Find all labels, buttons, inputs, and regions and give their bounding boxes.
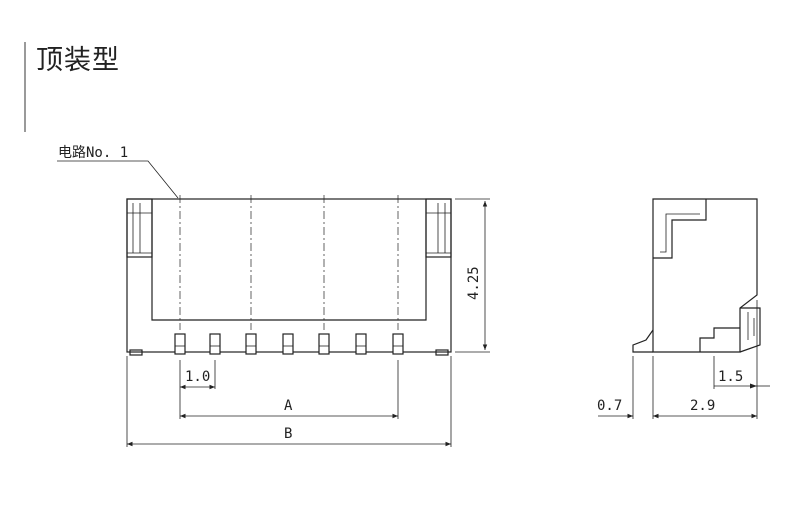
connector-cavity bbox=[151, 199, 427, 321]
page-title: 顶装型 bbox=[36, 45, 120, 76]
b-dim-label: B bbox=[284, 426, 292, 442]
pin-7 bbox=[392, 333, 404, 355]
pitch-dim-label: 1.0 bbox=[185, 369, 210, 385]
front-view bbox=[126, 195, 452, 356]
left-latch bbox=[126, 198, 153, 258]
right-foot bbox=[435, 349, 449, 356]
pin-2 bbox=[209, 333, 221, 355]
side-tail bbox=[739, 307, 761, 353]
pin-centerlines bbox=[179, 195, 399, 330]
right-latch bbox=[425, 198, 452, 258]
pin-3 bbox=[245, 333, 257, 355]
pin-5 bbox=[318, 333, 330, 355]
pin-4 bbox=[282, 333, 294, 355]
side-depth-dim-label: 2.9 bbox=[690, 398, 715, 414]
side-view bbox=[632, 198, 761, 353]
circuit-callout: 电路No. 1 bbox=[57, 145, 179, 199]
circuit-no-label: 电路No. 1 bbox=[58, 145, 128, 161]
title-divider bbox=[24, 42, 26, 132]
side-offset-dim-label: 0.7 bbox=[597, 398, 622, 414]
pin-row bbox=[174, 333, 404, 355]
connector-body bbox=[126, 198, 452, 353]
side-body bbox=[652, 198, 758, 353]
side-contact-profile bbox=[699, 327, 740, 352]
side-dimensions: 1.5 0.7 2.9 bbox=[597, 300, 770, 419]
side-nub bbox=[632, 329, 654, 353]
side-pin-dim-label: 1.5 bbox=[718, 369, 743, 385]
left-foot bbox=[129, 349, 143, 356]
pin-6 bbox=[355, 333, 367, 355]
front-dimensions: 4.25 1.0 A B bbox=[126, 198, 490, 447]
side-latch-profile bbox=[653, 199, 707, 259]
pin-1 bbox=[174, 333, 186, 355]
a-dim-label: A bbox=[284, 398, 293, 414]
callout-leader bbox=[57, 160, 179, 199]
height-dim-label: 4.25 bbox=[466, 266, 482, 300]
